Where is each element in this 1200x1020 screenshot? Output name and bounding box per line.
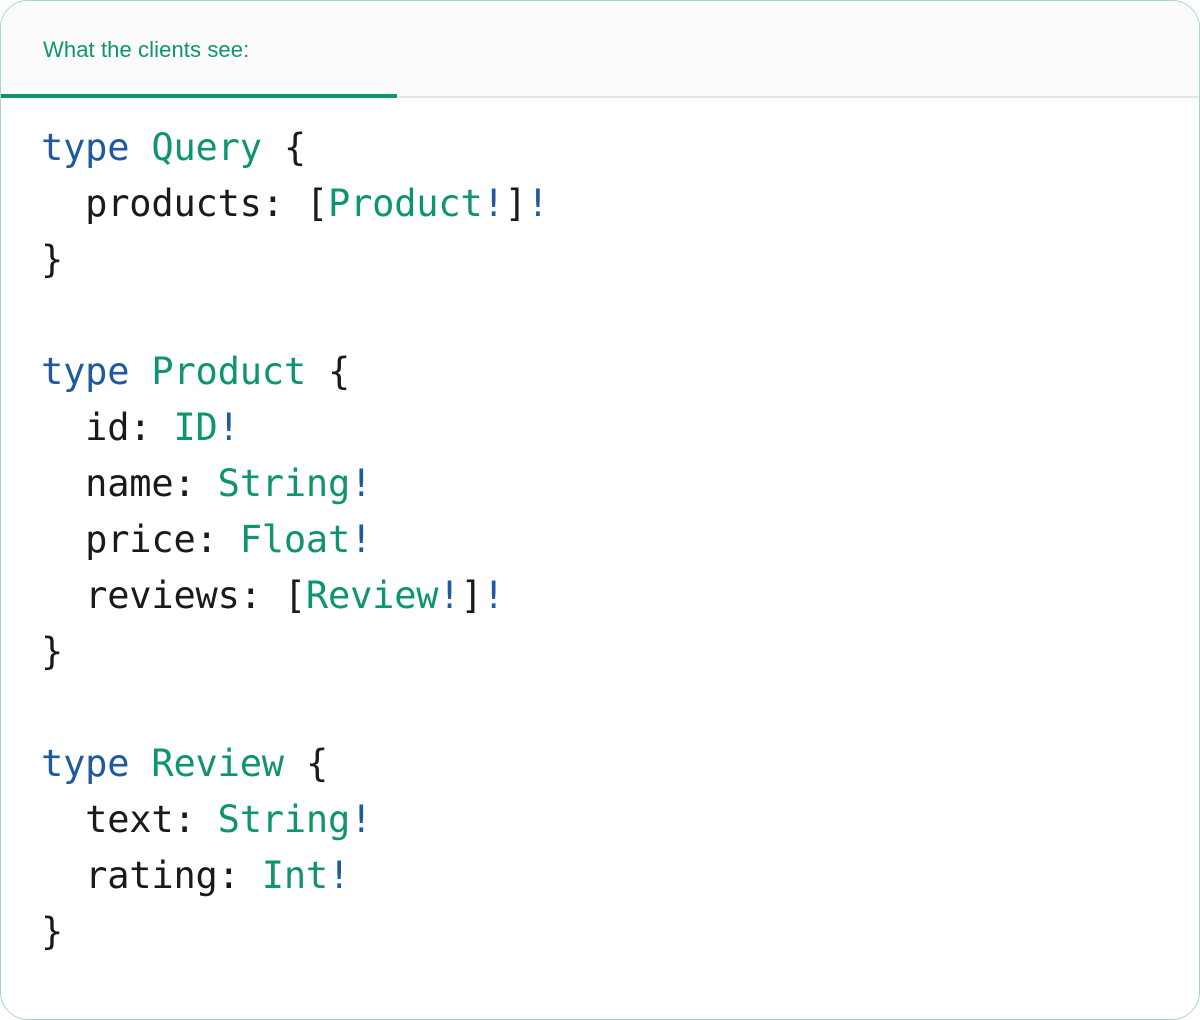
code-line: }: [41, 904, 1199, 960]
code-token-type: Review: [305, 574, 439, 617]
code-token-punct: [284, 742, 306, 785]
code-token-bang: !: [526, 182, 549, 225]
code-token-field: id:: [85, 406, 152, 449]
code-token-punct: [: [283, 574, 306, 617]
code-indent: [41, 406, 85, 449]
code-token-field: products:: [85, 182, 284, 225]
code-token-bang: !: [438, 574, 461, 617]
code-token-kw: type: [41, 742, 130, 785]
code-line: type Query {: [41, 120, 1199, 176]
code-token-punct: [129, 350, 151, 393]
code-token-field: reviews:: [85, 574, 262, 617]
code-token-punct: {: [305, 742, 329, 785]
tab-bar-rule: [1, 96, 1199, 98]
code-token-punct: [196, 462, 218, 505]
code-line: [41, 288, 1199, 344]
code-token-field: price:: [85, 518, 218, 561]
code-token-punct: [262, 574, 284, 617]
code-line: type Review {: [41, 736, 1199, 792]
code-token-punct: [: [305, 182, 328, 225]
code-line: id: ID!: [41, 400, 1199, 456]
tab-label: What the clients see:: [43, 36, 250, 62]
code-indent: [41, 854, 85, 897]
code-token-bang: !: [350, 798, 373, 841]
code-token-type: ID: [173, 406, 218, 449]
code-token-punct: [129, 742, 151, 785]
code-token-type: Product: [151, 350, 306, 393]
code-token-bang: !: [482, 574, 505, 617]
code-token-bang: !: [217, 406, 240, 449]
code-indent: [41, 182, 85, 225]
code-token-type: String: [217, 462, 351, 505]
code-line: products: [Product!]!: [41, 176, 1199, 232]
code-token-punct: [196, 798, 218, 841]
code-token-kw: type: [41, 126, 130, 169]
code-line: price: Float!: [41, 512, 1199, 568]
code-token-punct: [218, 518, 240, 561]
code-token-punct: [306, 350, 328, 393]
code-token-punct: {: [328, 350, 351, 393]
code-indent: [41, 798, 85, 841]
code-token-punct: ]: [460, 574, 483, 617]
code-token-punct: [240, 854, 262, 897]
code-indent: [41, 518, 85, 561]
code-token-kw: type: [41, 350, 130, 393]
tab-bar: What the clients see:: [1, 1, 1199, 98]
code-indent: [41, 574, 85, 617]
code-token-bang: !: [328, 854, 351, 897]
code-line: }: [41, 624, 1199, 680]
code-token-type: String: [217, 798, 351, 841]
code-token-field: name:: [85, 462, 196, 505]
code-token-type: Review: [151, 742, 284, 785]
code-token-punct: {: [283, 126, 306, 169]
code-line: }: [41, 232, 1199, 288]
code-token-punct: }: [41, 630, 64, 673]
code-token-punct: }: [41, 238, 64, 281]
code-token-field: rating:: [85, 854, 240, 897]
code-token-punct: [151, 406, 173, 449]
code-token-bang: !: [482, 182, 505, 225]
code-line: [41, 680, 1199, 736]
code-token-type: Int: [261, 854, 328, 897]
code-line: text: String!: [41, 792, 1199, 848]
code-token-field: text:: [85, 798, 196, 841]
code-line: reviews: [Review!]!: [41, 568, 1199, 624]
tab-what-the-clients-see[interactable]: What the clients see:: [1, 1, 397, 98]
code-token-bang: !: [350, 462, 373, 505]
code-token-type: Query: [151, 126, 262, 169]
code-indent: [41, 462, 85, 505]
code-token-punct: [262, 126, 284, 169]
code-token-punct: [129, 126, 151, 169]
code-line: name: String!: [41, 456, 1199, 512]
active-tab-underline: [1, 94, 397, 98]
code-token-punct: ]: [504, 182, 527, 225]
code-token-punct: }: [41, 910, 64, 953]
code-token-punct: [284, 182, 306, 225]
code-line: rating: Int!: [41, 848, 1199, 904]
code-token-bang: !: [350, 518, 373, 561]
code-token-type: Product: [328, 182, 483, 225]
graphql-schema-code-block: type Query { products: [Product!]!} type…: [1, 98, 1199, 960]
code-line: type Product {: [41, 344, 1199, 400]
code-token-type: Float: [239, 518, 351, 561]
